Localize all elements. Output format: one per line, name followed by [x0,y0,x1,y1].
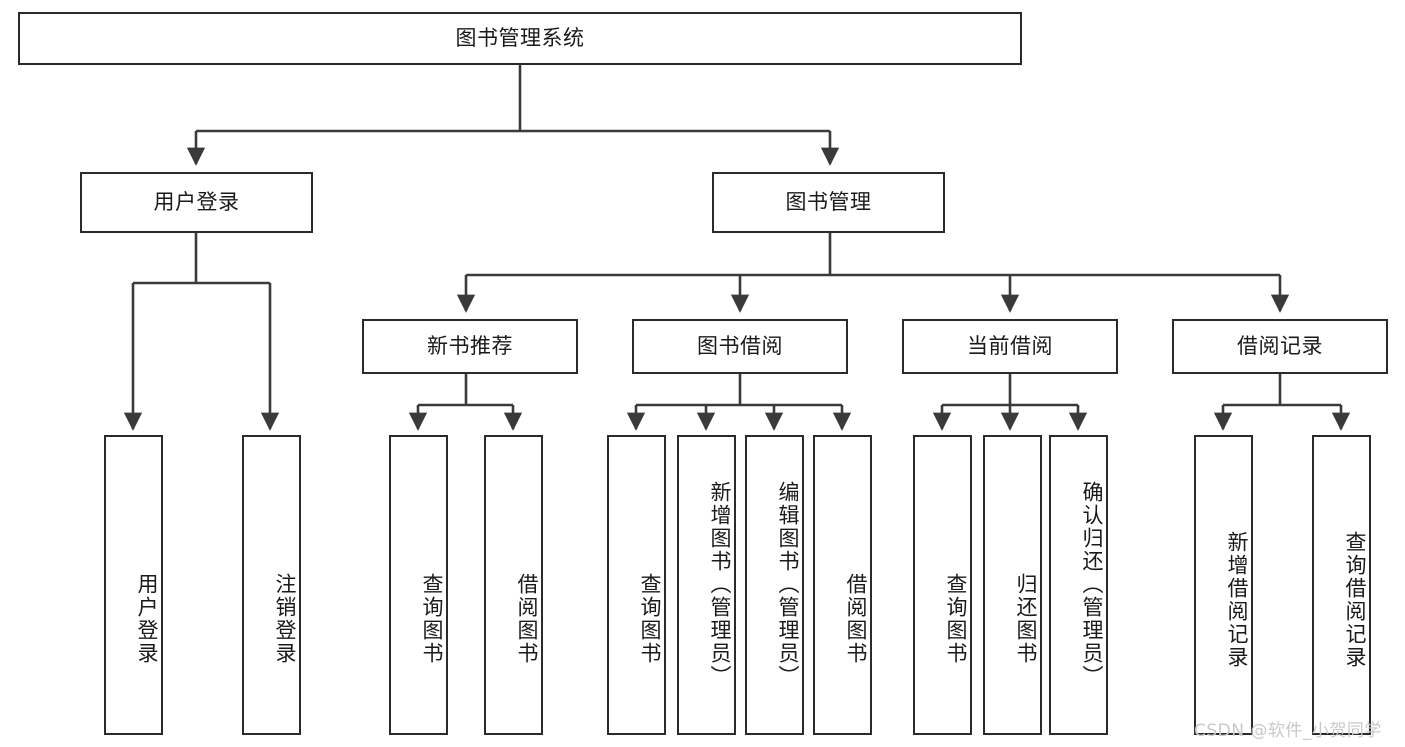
leaf-current-return-book[interactable]: 归还图书 [983,435,1042,735]
leaf-borrow-query-book-label: 查询图书 [638,572,662,665]
leaf-new-book-query-label: 查询图书 [420,572,444,665]
watermark: CSDN @软件_小贺同学 [1194,721,1382,741]
leaf-borrow-edit-book-admin[interactable]: 编辑图书（管理员） [745,435,804,735]
leaf-record-query-label: 查询借阅记录 [1343,531,1367,669]
node-user-login-label: 用户登录 [153,189,240,214]
leaf-current-query-book[interactable]: 查询图书 [913,435,972,735]
node-new-book-recommend-label: 新书推荐 [427,333,513,358]
leaf-borrow-edit-book-admin-label: 编辑图书（管理员） [776,480,800,688]
leaf-new-book-query[interactable]: 查询图书 [389,435,448,735]
node-current-borrow[interactable]: 当前借阅 [902,319,1118,374]
leaf-user-login-label: 用户登录 [135,572,159,665]
node-book-management-label: 图书管理 [785,189,872,214]
node-root[interactable]: 图书管理系统 [18,12,1022,65]
node-current-borrow-label: 当前借阅 [967,333,1053,358]
leaf-record-add[interactable]: 新增借阅记录 [1194,435,1253,735]
leaf-borrow-borrow-book-label: 借阅图书 [844,572,868,665]
node-user-login[interactable]: 用户登录 [80,172,313,233]
leaf-current-return-book-label: 归还图书 [1014,572,1038,665]
leaf-borrow-add-book-admin-label: 新增图书（管理员） [708,480,732,688]
leaf-record-add-label: 新增借阅记录 [1225,531,1249,669]
node-new-book-recommend[interactable]: 新书推荐 [362,319,578,374]
node-book-borrow-label: 图书借阅 [697,333,783,358]
leaf-borrow-add-book-admin[interactable]: 新增图书（管理员） [677,435,736,735]
leaf-user-logout[interactable]: 注销登录 [242,435,301,735]
node-book-borrow[interactable]: 图书借阅 [632,319,848,374]
node-borrow-record-label: 借阅记录 [1237,333,1323,358]
leaf-new-book-borrow-label: 借阅图书 [515,572,539,665]
leaf-current-query-book-label: 查询图书 [944,572,968,665]
leaf-current-confirm-return-admin[interactable]: 确认归还（管理员） [1049,435,1108,735]
leaf-record-query[interactable]: 查询借阅记录 [1312,435,1371,735]
leaf-borrow-query-book[interactable]: 查询图书 [607,435,666,735]
leaf-current-confirm-return-admin-label: 确认归还（管理员） [1080,480,1104,688]
leaf-user-logout-label: 注销登录 [273,572,297,665]
node-borrow-record[interactable]: 借阅记录 [1172,319,1388,374]
node-book-management[interactable]: 图书管理 [712,172,945,233]
leaf-borrow-borrow-book[interactable]: 借阅图书 [813,435,872,735]
leaf-new-book-borrow[interactable]: 借阅图书 [484,435,543,735]
node-root-label: 图书管理系统 [455,25,585,50]
leaf-user-login[interactable]: 用户登录 [104,435,163,735]
